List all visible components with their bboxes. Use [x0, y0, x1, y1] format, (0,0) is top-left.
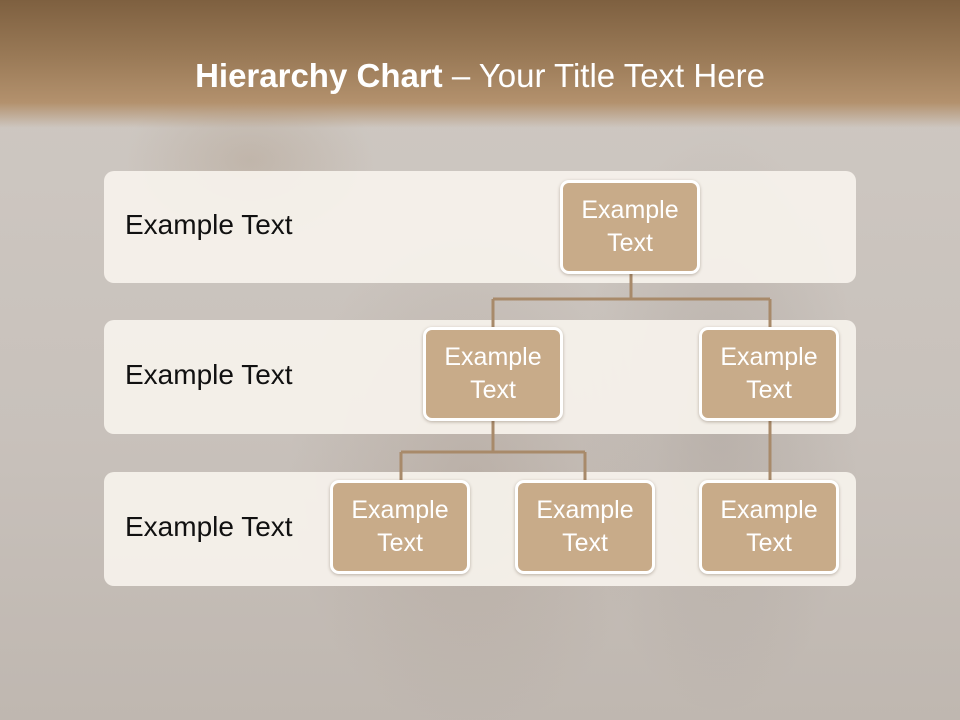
node-level2-left-text: Example Text — [444, 343, 542, 404]
node-level2-right-text: Example Text — [720, 343, 818, 404]
node-level3-a[interactable]: Example Text — [330, 480, 470, 574]
node-root-text: Example Text — [581, 196, 679, 257]
connector-left-children — [399, 421, 587, 482]
title-bar — [0, 0, 960, 128]
node-level3-b-text: Example Text — [536, 496, 634, 557]
node-level2-left[interactable]: Example Text — [423, 327, 563, 421]
node-level3-a-text: Example Text — [351, 496, 449, 557]
level-2-label: Example Text — [125, 359, 293, 390]
node-level3-c[interactable]: Example Text — [699, 480, 839, 574]
node-level2-right[interactable]: Example Text — [699, 327, 839, 421]
level-band-1: Example Text — [104, 171, 856, 283]
slide-title: Hierarchy Chart – Your Title Text Here — [0, 54, 960, 98]
level-3-label: Example Text — [125, 511, 293, 542]
title-separator: – — [442, 57, 479, 94]
title-bold: Hierarchy Chart — [195, 57, 443, 94]
connector-root-children — [491, 274, 772, 330]
node-level3-b[interactable]: Example Text — [515, 480, 655, 574]
title-rest: Your Title Text Here — [478, 57, 765, 94]
node-root[interactable]: Example Text — [560, 180, 700, 274]
node-level3-c-text: Example Text — [720, 496, 818, 557]
level-1-label: Example Text — [125, 209, 293, 240]
